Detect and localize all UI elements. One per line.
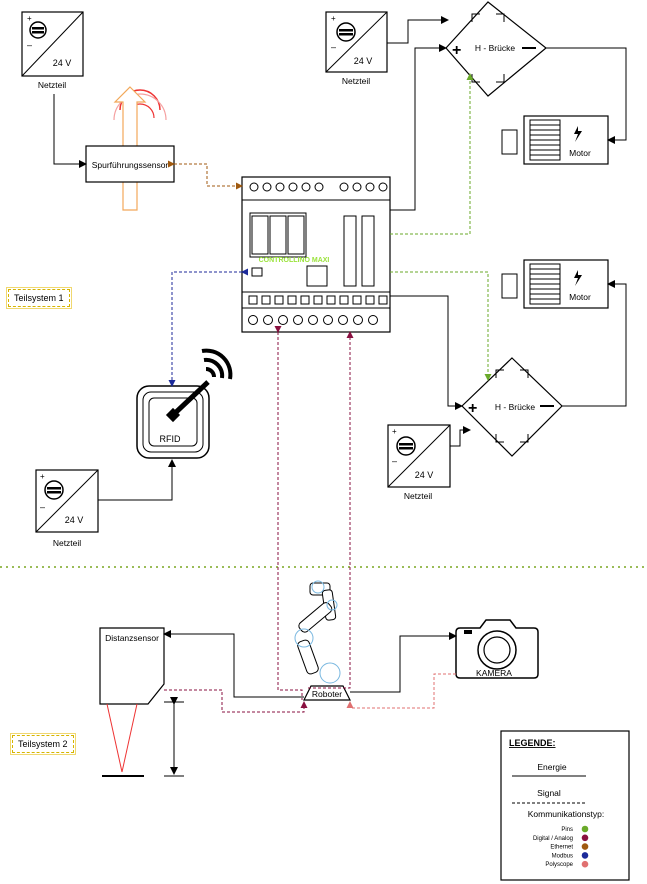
legend-energy: Energie	[537, 762, 567, 772]
motor-winding-icon	[529, 263, 561, 305]
svg-text:+: +	[40, 472, 45, 481]
psu-voltage: 24 V	[65, 515, 84, 525]
psu-voltage: 24 V	[53, 58, 72, 68]
h-bridge-top: + H - Brücke	[445, 1, 547, 97]
motor-top: Motor	[501, 115, 609, 165]
svg-text:+: +	[331, 14, 336, 23]
subsystem-1-label: Teilsystem 1	[14, 293, 64, 303]
legend-item-label: Digital / Analog	[533, 836, 573, 842]
distance-sensor: Distanzsensor	[99, 627, 184, 777]
svg-text:+: +	[392, 427, 397, 436]
psu-label: Netzteil	[38, 80, 66, 90]
legend-title: LEGENDE:	[509, 738, 556, 748]
svg-text:–: –	[392, 456, 397, 466]
legend-item-label: Modbus	[552, 853, 573, 859]
power-plug-icon	[336, 22, 356, 42]
legend-item-swatch	[581, 852, 589, 859]
svg-text:+: +	[468, 400, 477, 417]
legend-signal: Signal	[537, 788, 561, 798]
motor-label: Motor	[569, 292, 591, 302]
power-plug-icon	[396, 436, 416, 456]
svg-text:–: –	[331, 42, 336, 52]
h-bridge-label: H - Brücke	[495, 402, 535, 412]
psu-voltage: 24 V	[415, 470, 434, 480]
signal-connections	[164, 73, 492, 713]
line-sensor-label: Spurführungssensor	[92, 160, 169, 170]
motor-label: Motor	[569, 148, 591, 158]
legend-item-label: Ethernet	[550, 845, 573, 851]
robot-label: Roboter	[312, 689, 342, 699]
legend-item-swatch	[581, 843, 589, 850]
terminal-row-bottom	[248, 315, 378, 325]
subsystem-1-box: Teilsystem 1	[6, 287, 72, 309]
lightning-icon	[574, 126, 582, 142]
camera-label: KAMERA	[476, 668, 512, 678]
line-following-sensor: Spurführungssensor	[85, 86, 175, 211]
psu-label: Netzteil	[404, 491, 432, 501]
lightning-icon	[574, 270, 582, 286]
legend-item-swatch	[581, 825, 589, 833]
motor-bottom: Motor	[501, 259, 609, 309]
legend-item-label: Pins	[561, 827, 573, 833]
psu-label: Netzteil	[342, 76, 370, 86]
h-bridge-bottom: + H - Brücke	[461, 357, 563, 457]
robot-arm: Roboter	[294, 580, 351, 701]
power-supply-top-left: + – 24 V Netzteil	[21, 11, 84, 90]
power-supply-lower-left: + – 24 V Netzteil	[35, 469, 99, 548]
h-bridge-label: H - Brücke	[475, 43, 515, 53]
svg-text:+: +	[452, 42, 461, 59]
camera-icon: KAMERA	[455, 619, 539, 679]
rfid-reader: RFID	[136, 348, 233, 459]
psu-label: Netzteil	[53, 538, 81, 548]
legend-item-label: Polyscope	[545, 862, 573, 868]
controller-brand: CONTROLLINO MAXI	[259, 257, 330, 264]
svg-text:–: –	[40, 502, 45, 512]
svg-text:–: –	[27, 40, 32, 50]
svg-text:+: +	[27, 14, 32, 23]
terminal-row-top	[249, 182, 388, 192]
power-supply-top-right: + – 24 V Netzteil	[325, 11, 388, 86]
terminal-row-mid	[248, 295, 388, 305]
relay-modules	[249, 212, 375, 287]
subsystem-2-label: Teilsystem 2	[18, 739, 68, 749]
power-plug-icon	[29, 21, 47, 39]
legend-comm-type: Kommunikationstyp:	[528, 809, 605, 819]
rfid-label: RFID	[160, 434, 181, 444]
distance-sensor-label: Distanzsensor	[105, 633, 159, 643]
legend-item-swatch	[581, 860, 589, 868]
legend-item-swatch	[581, 834, 589, 842]
legend: LEGENDE: Energie Signal Kommunikationsty…	[500, 730, 630, 881]
power-supply-mid-right: + – 24 V Netzteil	[387, 424, 451, 501]
motor-winding-icon	[529, 119, 561, 161]
controllino-maxi: CONTROLLINO MAXI	[241, 176, 391, 333]
power-plug-icon	[44, 480, 64, 500]
psu-voltage: 24 V	[354, 56, 373, 66]
subsystem-2-box: Teilsystem 2	[10, 733, 76, 755]
energy-connections	[53, 16, 627, 698]
